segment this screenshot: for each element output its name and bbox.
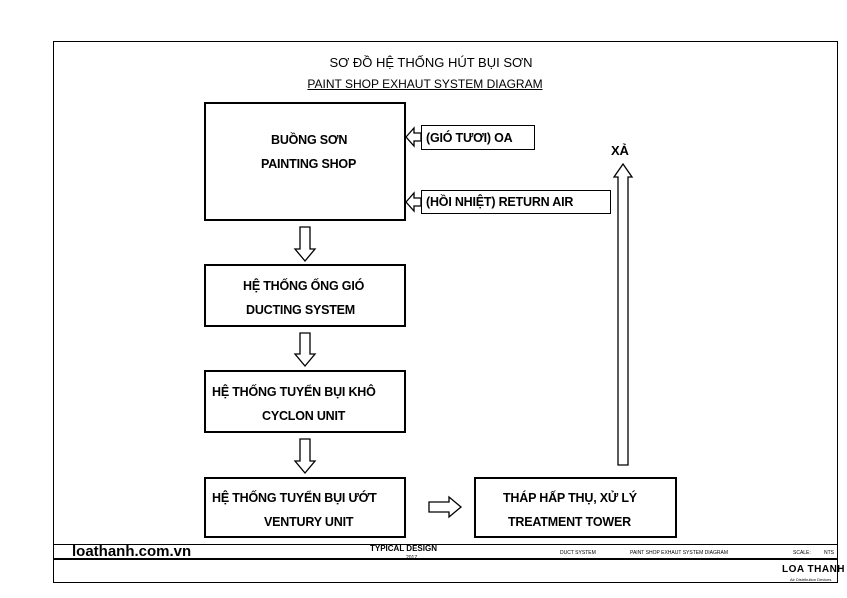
typical-design-text: TYPICAL DESIGN bbox=[370, 544, 437, 553]
cyclon-unit-label-vi: HỆ THỐNG TUYỂN BỤI KHÔ bbox=[212, 385, 376, 399]
logo-tagline: Air Distribution Devices bbox=[790, 577, 832, 582]
ducting-system-label-en: DUCTING SYSTEM bbox=[246, 303, 356, 317]
treatment-tower-label-en: TREATMENT TOWER bbox=[508, 515, 631, 529]
fresh-air-label: (GIÓ TƯƠI) OA bbox=[426, 131, 513, 145]
treatment-tower-label-vi: THÁP HẤP THỤ, XỬ LÝ bbox=[503, 491, 637, 505]
exhaust-label: XẢ bbox=[611, 143, 629, 158]
diagram-title-vi: SƠ ĐỒ HỆ THỐNG HÚT BỤI SƠN bbox=[329, 55, 533, 70]
painting-shop-label-vi: BUỒNG SƠN bbox=[271, 133, 348, 147]
logo-name: LOA THANH bbox=[782, 564, 846, 575]
footer-thick-line bbox=[54, 558, 837, 560]
treatment-tower-box bbox=[474, 477, 677, 538]
ventury-unit-label-vi: HỆ THỐNG TUYỂN BỤI ƯỚT bbox=[212, 491, 377, 505]
return-air-box bbox=[421, 190, 611, 214]
drawing-sheet-border bbox=[53, 41, 838, 583]
return-air-arrow bbox=[405, 191, 422, 213]
ventury-unit-box bbox=[204, 477, 406, 538]
fresh-air-arrow bbox=[405, 126, 422, 148]
down-arrow-3 bbox=[293, 438, 317, 475]
painting-shop-box bbox=[204, 102, 406, 221]
down-arrow-1 bbox=[293, 226, 317, 263]
scale-label: SCALE: bbox=[793, 550, 811, 556]
year-text: 2017 bbox=[406, 555, 418, 561]
exhaust-up-arrow bbox=[612, 162, 634, 466]
drawing-name-text: PAINT SHOP EXHAUT SYSTEM DIAGRAM bbox=[630, 550, 728, 556]
return-air-label: (HỒI NHIỆT) RETURN AIR bbox=[426, 195, 574, 209]
ducting-system-box bbox=[204, 264, 406, 327]
ducting-system-label-vi: HỆ THỐNG ỐNG GIÓ bbox=[243, 279, 365, 293]
cyclon-unit-box bbox=[204, 370, 406, 433]
website-text: loathanh.com.vn bbox=[72, 543, 192, 560]
footer-top-line bbox=[54, 544, 837, 545]
right-arrow-ventury-tower bbox=[428, 495, 463, 519]
painting-shop-label-en: PAINTING SHOP bbox=[261, 157, 357, 171]
down-arrow-2 bbox=[293, 332, 317, 368]
ventury-unit-label-en: VENTURY UNIT bbox=[264, 515, 354, 529]
system-text: DUCT SYSTEM bbox=[560, 550, 596, 556]
cyclon-unit-label-en: CYCLON UNIT bbox=[262, 409, 346, 423]
diagram-title-en: PAINT SHOP EXHAUT SYSTEM DIAGRAM bbox=[307, 77, 543, 91]
scale-value: NTS bbox=[824, 550, 834, 556]
